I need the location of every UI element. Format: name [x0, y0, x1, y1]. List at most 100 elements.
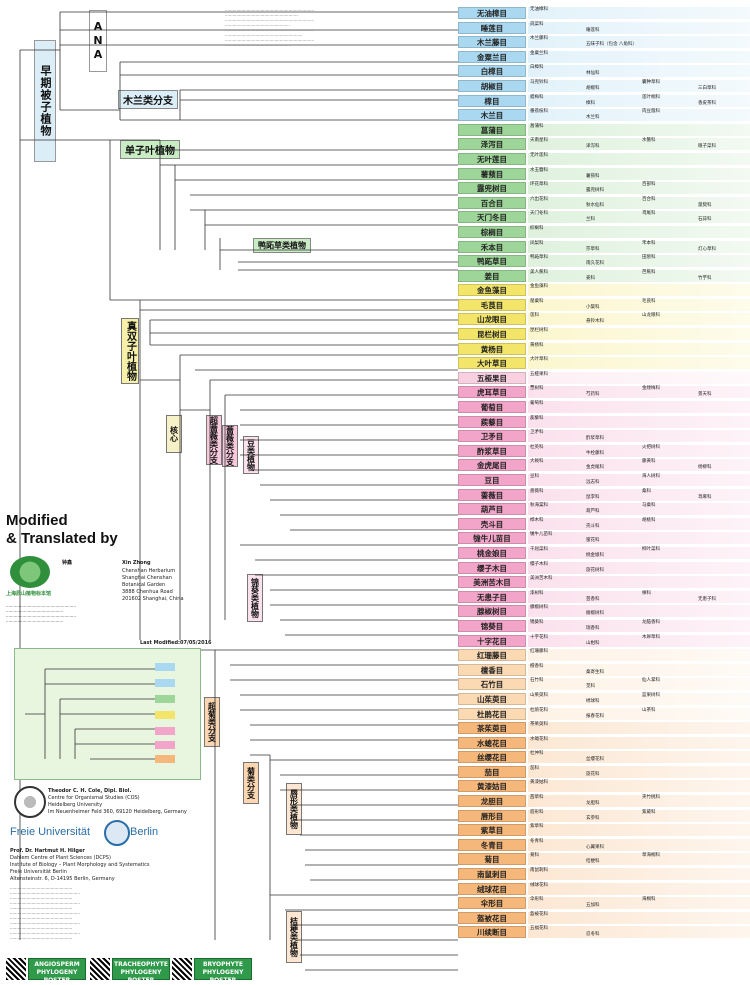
family-name: 蒺藜科: [530, 415, 544, 421]
family-name: 大戟科: [530, 459, 544, 465]
order-name: 檀香目: [458, 663, 526, 676]
family-strip: [528, 65, 750, 78]
tracheophyte-poster-button[interactable]: TRACHEOPHYTE PHYLOGENY POSTER: [112, 958, 170, 984]
family-name: 天门冬科: [530, 211, 548, 217]
family-name: 蜜花科: [586, 538, 600, 544]
order-name: 壳斗目: [458, 517, 526, 530]
order-row: 豆目豆科远志科海人树科: [458, 473, 750, 488]
order-name: 无油樟目: [458, 7, 526, 19]
clade-eudicots: 真双子叶植物: [121, 318, 139, 384]
family-name: 樟科: [586, 100, 595, 106]
order-name: 蒺藜目: [458, 415, 526, 428]
order-name: 百合目: [458, 196, 526, 209]
translator-city: Shanghai Chenshan: [122, 575, 172, 581]
order-name: 十字花目: [458, 634, 526, 647]
family-name: 莼菜科: [530, 21, 544, 27]
modified-title: Modified: [6, 512, 68, 529]
reference-block: ········································…: [6, 604, 76, 624]
fu-berlin-left: Freie Universität: [10, 826, 91, 838]
family-strip: [528, 649, 750, 662]
clade-ana: ANA: [89, 10, 107, 72]
order-name: 毛茛目: [458, 298, 526, 311]
order-name: 白樟目: [458, 65, 526, 78]
angiosperm-poster-button[interactable]: ANGIOSPERM PHYLOGENY POSTER: [28, 958, 86, 984]
family-strip: [528, 707, 750, 720]
order-row: 蔷薇目蔷薇科鼠李科桑科荨麻科: [458, 488, 750, 503]
order-list: 无油樟目无油樟科睡莲目莼菜科睡莲科木兰藤目木兰藤科五味子科（包含 八角科）金粟兰…: [458, 6, 750, 940]
family-name: 棕榈科: [530, 225, 544, 231]
order-name: 葫芦目: [458, 503, 526, 516]
family-name: 柳叶菜科: [642, 546, 660, 552]
family-name: 景天科: [698, 392, 712, 398]
order-name: 无患子目: [458, 590, 526, 603]
family-strip: [528, 313, 750, 326]
order-row: 龙胆目茜草科龙胆科夹竹桃科: [458, 794, 750, 809]
family-name: 酢浆草科: [586, 436, 604, 442]
order-row: 茄目茄科旋花科: [458, 765, 750, 780]
order-name: 菊目: [458, 853, 526, 866]
family-strip: [528, 838, 750, 851]
order-name: 美洲苦木目: [458, 576, 526, 589]
family-name: 玄参科: [586, 815, 600, 821]
order-name: 丝缨花目: [458, 751, 526, 764]
family-name: 仙人掌科: [642, 678, 660, 684]
family-name: 桑科: [642, 488, 651, 494]
order-name: 天门冬目: [458, 211, 526, 224]
order-row: 美洲苦木目美洲苦木科: [458, 575, 750, 590]
family-name: 禾本科: [642, 240, 656, 246]
family-name: 海桐科: [642, 897, 656, 903]
family-name: 绣球科: [586, 698, 600, 704]
family-strip: [528, 897, 750, 910]
family-name: 牛栓藤科: [586, 450, 604, 456]
family-name: 黄漆姑科: [530, 780, 548, 786]
order-name: 绒球花目: [458, 882, 526, 895]
family-strip: [528, 415, 750, 428]
family-name: 木兰科: [586, 115, 600, 121]
hilger-line1: Prof. Dr. Hartmut H. Hilger: [10, 848, 85, 854]
order-name: 大叶草目: [458, 357, 526, 370]
family-name: 罂粟科: [530, 298, 544, 304]
order-row: 卫矛目卫矛科酢浆草科: [458, 429, 750, 444]
translator-address1: 3888 Chenhua Road: [122, 589, 173, 595]
family-name: 草海桐科: [642, 853, 660, 859]
family-name: 漆树科: [530, 590, 544, 596]
family-name: 美洲苦木科: [530, 576, 553, 582]
family-name: 薯蓣科: [586, 173, 600, 179]
family-name: 昆栏树科: [530, 328, 548, 334]
order-name: 泽泻目: [458, 138, 526, 151]
family-name: 百部科: [642, 182, 656, 188]
family-strip: [528, 269, 750, 282]
order-name: 锦葵目: [458, 619, 526, 632]
bryophyte-poster-button[interactable]: BRYOPHYTE PHYLOGENY POSTER: [194, 958, 252, 984]
family-strip: [528, 328, 750, 341]
order-name: 川续断目: [458, 926, 526, 939]
order-row: 黄杨目黄杨科: [458, 342, 750, 357]
family-name: 莲叶桐科: [642, 94, 660, 100]
family-name: 林仙科: [586, 71, 600, 77]
order-row: 露兜树目环花草科露兜树科百部科: [458, 181, 750, 196]
overview-tree: [14, 648, 201, 780]
order-row: 无患子目漆树科芸香科楝科无患子科: [458, 590, 750, 605]
family-name: 壳斗科: [586, 523, 600, 529]
family-name: 五福花科: [530, 926, 548, 932]
order-name: 薯蓣目: [458, 167, 526, 180]
order-name: 蔷薇目: [458, 488, 526, 501]
family-name: 毛茛科: [642, 298, 656, 304]
family-name: 五味子科（包含 八角科）: [586, 42, 637, 48]
family-name: 白樟科: [530, 65, 544, 71]
order-row: 菖蒲目菖蒲科: [458, 123, 750, 138]
translator-address2: 201602 Shanghai, China: [122, 596, 184, 602]
family-name: 桃金娘科: [586, 552, 604, 558]
family-name: 葡萄科: [530, 401, 544, 407]
family-strip: [528, 619, 750, 632]
order-row: 菊目菊科桔梗科草海桐科: [458, 852, 750, 867]
family-strip: [528, 474, 750, 486]
family-name: 灯心草科: [698, 246, 716, 252]
family-strip: [528, 678, 750, 691]
order-row: 天门冬目天门冬科兰科鸢尾科石蒜科: [458, 210, 750, 225]
family-name: 秋海棠科: [530, 503, 548, 509]
family-name: 杜英科: [530, 444, 544, 450]
family-name: 桦木科: [530, 517, 544, 523]
order-row: 大叶草目大叶草科: [458, 356, 750, 371]
family-name: 金虎尾科: [586, 465, 604, 471]
